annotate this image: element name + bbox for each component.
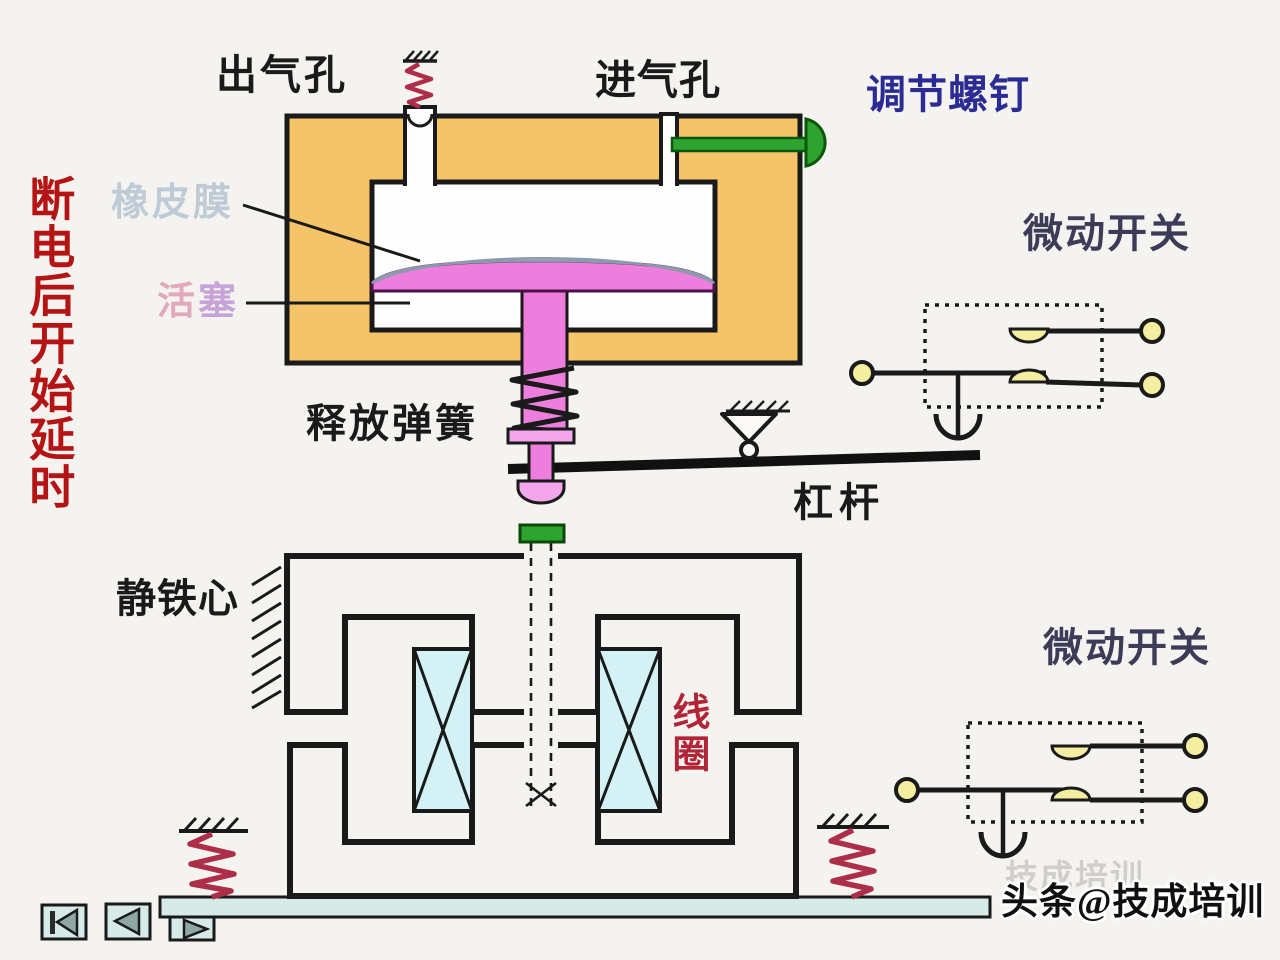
actuator-cup [933,413,983,441]
wall-hatching [251,565,282,710]
terminal-no [1139,318,1165,344]
stem-lower [527,441,555,486]
lever-group [507,400,981,474]
inlet-label: 进气孔 [595,57,721,103]
piston-label-char2: 塞 [198,281,240,323]
piston-label-char1: 活 [157,281,199,323]
micro-switch-bottom-label: 微动开关 [1043,625,1211,670]
lever-bar [507,450,981,474]
spring-zigzag [187,831,237,900]
terminal-common [849,360,875,386]
rubber-membrane-label: 橡皮膜 [111,182,235,224]
pivot-triangle [720,412,778,444]
delay-after-power-off-annotation: 断电后开始延时 [23,175,75,511]
watermark: 头条@技成培训 [1001,882,1265,923]
nav-next-button[interactable] [168,915,216,942]
skip-to-start-icon [50,911,55,934]
nav-first-button[interactable] [40,903,88,941]
adjusting-screw-label: 调节螺钉 [866,72,1030,117]
rod-pass-gaps [524,549,558,749]
static-iron-core-label: 静铁心 [116,576,239,621]
contact-pad-nc [1050,786,1092,802]
armature-push-rod-dashed [525,543,557,813]
terminal-no [1182,733,1208,759]
lever-label: 杠杆 [793,480,885,525]
release-spring-label: 释放弹簧 [306,401,478,446]
rubber-membrane-shape [371,257,715,285]
contact-pad-no [1050,744,1092,761]
spring-zigzag [828,827,877,900]
right-return-spring [817,812,889,900]
terminal-common [894,777,920,803]
adjusting-screw-shape [670,117,827,168]
static-iron-core-shape [284,553,802,715]
outlet-label: 出气孔 [216,52,348,98]
actuator-cup [978,831,1028,859]
left-return-spring [179,816,248,900]
pivot-hatching [730,400,789,411]
previous-slide-icon [112,906,141,937]
micro-switch-bottom-symbol [894,721,1208,859]
coil-right-section [596,647,662,813]
membrane-pointer-line [242,203,421,263]
outlet-valve-spring [404,62,434,110]
micro-switch-top-symbol [849,303,1165,441]
stem-collar [506,427,576,445]
terminal-nc [1182,787,1208,813]
armature-shape [287,742,799,899]
coil-label: 线圈 [665,692,708,776]
micro-switch-top-label: 微动开关 [1023,211,1191,256]
stem-tip [516,479,566,505]
skip-to-start-icon [54,907,79,938]
piston-label: 活塞 [157,281,240,323]
air-outlet-port [403,50,439,186]
contact-pad-no [1008,327,1050,344]
watermark-ghost: 技成培训 [1005,860,1145,896]
base-platform [158,895,992,919]
nav-previous-button[interactable] [104,902,152,941]
coil-left-section [412,647,474,813]
armature-stop-block [518,523,566,544]
pivot-pin [739,440,759,460]
contact-pad-nc [1008,368,1050,384]
next-slide-icon [182,918,211,940]
terminal-nc [1139,372,1165,398]
